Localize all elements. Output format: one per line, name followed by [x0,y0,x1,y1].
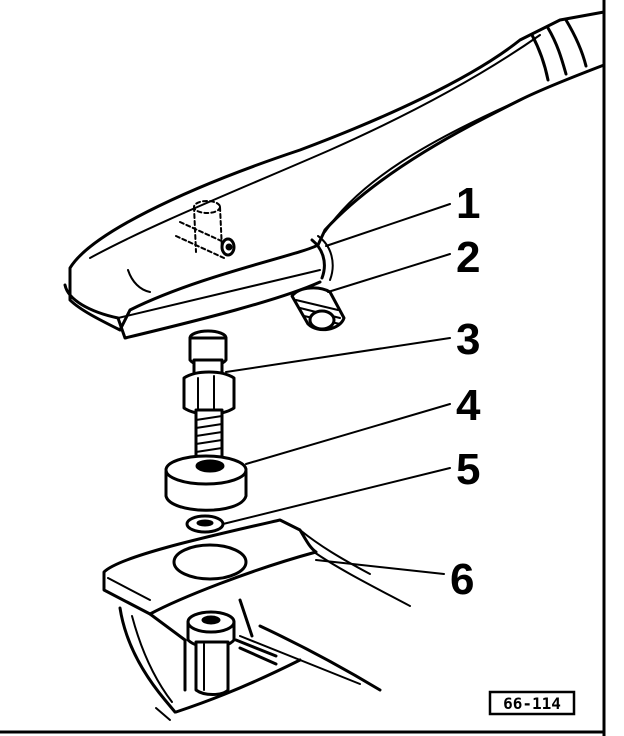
leader-5 [222,467,451,525]
lever-handle [63,10,606,340]
leader-6 [315,559,445,575]
callout-6: 6 [450,555,474,604]
callout-leaders [222,203,451,575]
figure-id-text: 66-114 [503,694,561,713]
callout-2: 2 [456,233,480,282]
part-2-insert [290,286,346,332]
part-3-rod [182,329,236,462]
figure-id-label: 66-114 [488,690,576,716]
part-4-bushing [164,454,248,512]
figure-id-box [488,690,576,716]
leader-1 [325,203,451,247]
callout-4: 4 [456,381,481,430]
floor-tunnel-section [118,598,382,721]
cross-pin-dashed [175,200,236,259]
callout-1: 1 [456,179,480,228]
leader-4 [245,403,451,465]
part-6-bracket [102,518,411,616]
part-5-washer [185,514,225,534]
leader-2 [327,253,451,293]
callout-5: 5 [456,445,480,494]
leader-3 [225,337,451,373]
callout-3: 3 [456,315,480,364]
